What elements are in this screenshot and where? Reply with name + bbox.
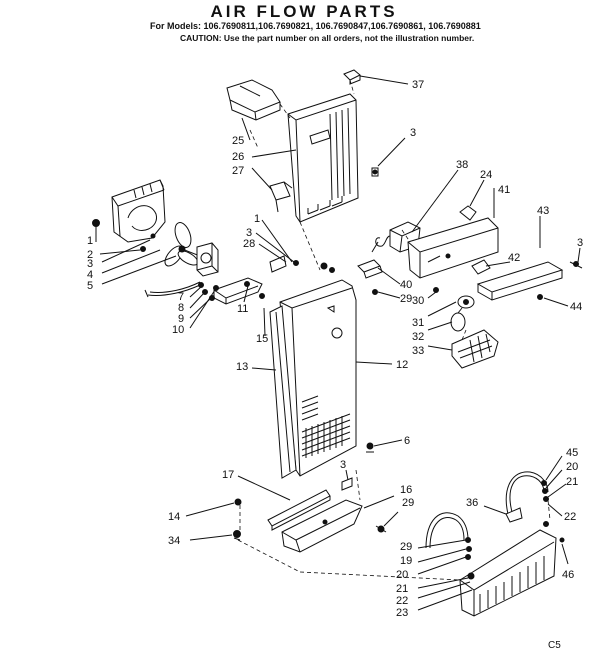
callout-28: 28 [243, 238, 255, 250]
screw-6 [366, 442, 374, 453]
callout-41: 41 [498, 184, 510, 196]
tray-16 [281, 499, 363, 553]
callout-21-left: 21 [396, 583, 408, 595]
callout-45: 45 [566, 447, 578, 459]
callout-8: 8 [178, 302, 184, 314]
callout-3-shelf: 3 [577, 237, 583, 249]
back-panel [287, 93, 359, 223]
callout-43: 43 [537, 205, 549, 217]
callout-32: 32 [412, 331, 424, 343]
callout-22-right: 22 [564, 511, 576, 523]
callout-44: 44 [570, 301, 582, 313]
callout-20-right: 20 [566, 461, 578, 473]
callout-1-panel: 1 [254, 213, 260, 225]
fasteners-14-34 [233, 498, 242, 541]
callout-2: 2 [87, 249, 93, 261]
callout-12: 12 [396, 359, 408, 371]
callout-1: 1 [87, 235, 93, 247]
callout-26: 26 [232, 151, 244, 163]
page-code: C5 [548, 640, 561, 651]
callout-42: 42 [508, 252, 520, 264]
motor-bracket [213, 277, 263, 305]
bracket-40 [357, 259, 383, 279]
hose-assembly [505, 471, 549, 523]
fan-blade [164, 222, 201, 267]
blower-housing [111, 179, 166, 243]
callout-22-left: 22 [396, 595, 408, 607]
callout-3: 3 [87, 258, 93, 270]
callout-29-hose: 29 [400, 541, 412, 553]
callout-3-panel: 3 [246, 227, 252, 239]
page-title: AIR FLOW PARTS [210, 2, 398, 21]
callout-6: 6 [404, 435, 410, 447]
bulb-31-32 [450, 295, 475, 332]
callout-17: 17 [222, 469, 234, 481]
callout-31: 31 [412, 317, 424, 329]
callout-3-back: 3 [410, 127, 416, 139]
screw-3-top [371, 167, 379, 177]
clip-37 [343, 69, 361, 85]
callout-19: 19 [400, 555, 412, 567]
callout-33: 33 [412, 345, 424, 357]
callout-30: 30 [412, 295, 424, 307]
guard-33 [451, 329, 499, 369]
bracket-27 [269, 181, 293, 213]
callout-46: 46 [562, 569, 574, 581]
screw-44 [537, 294, 543, 300]
callout-25: 25 [232, 135, 244, 147]
callout-37: 37 [412, 79, 424, 91]
caution-note: CAUTION: Use the part number on all orde… [180, 33, 475, 43]
callout-7: 7 [178, 291, 184, 303]
callout-4: 4 [87, 269, 93, 281]
callout-36: 36 [466, 497, 478, 509]
callout-13: 13 [236, 361, 248, 373]
assembly-lines [237, 79, 551, 581]
rail-17 [267, 489, 331, 531]
callout-labels: 1 2 3 4 5 7 8 9 10 11 1 3 28 15 13 25 26… [87, 79, 583, 619]
callout-24: 24 [480, 169, 492, 181]
callout-29-tray: 29 [402, 497, 414, 509]
front-panel [269, 279, 357, 479]
callout-11: 11 [237, 303, 248, 315]
callout-40: 40 [400, 279, 412, 291]
callout-29-upper: 29 [400, 293, 412, 305]
callout-5: 5 [87, 280, 93, 292]
clip-42 [471, 259, 491, 275]
screw-29-tray [375, 525, 387, 533]
fan-motor [144, 242, 219, 298]
callout-20-left: 20 [396, 569, 408, 581]
callout-9: 9 [178, 313, 184, 325]
damper-bracket-41 [407, 217, 499, 279]
callout-3-tray: 3 [340, 459, 346, 471]
screw-3-right [569, 261, 583, 269]
callout-16: 16 [400, 484, 412, 496]
drain-pan-23 [459, 521, 565, 617]
callout-23: 23 [396, 607, 408, 619]
clip-24 [459, 205, 477, 221]
callout-10: 10 [172, 324, 184, 336]
model-numbers: For Models: 106.7690811,106.7690821, 106… [150, 21, 481, 31]
callout-38: 38 [456, 159, 468, 171]
top-duct [226, 79, 281, 121]
screw-3-tray [341, 477, 353, 491]
callout-15: 15 [256, 333, 268, 345]
callout-27: 27 [232, 165, 244, 177]
hose-19 [425, 512, 472, 560]
shelf-43 [476, 261, 564, 301]
callout-14: 14 [168, 511, 180, 523]
callout-21-right: 21 [566, 476, 578, 488]
leader-lines [95, 75, 581, 611]
callout-34: 34 [168, 535, 180, 547]
screw-30 [433, 287, 439, 293]
